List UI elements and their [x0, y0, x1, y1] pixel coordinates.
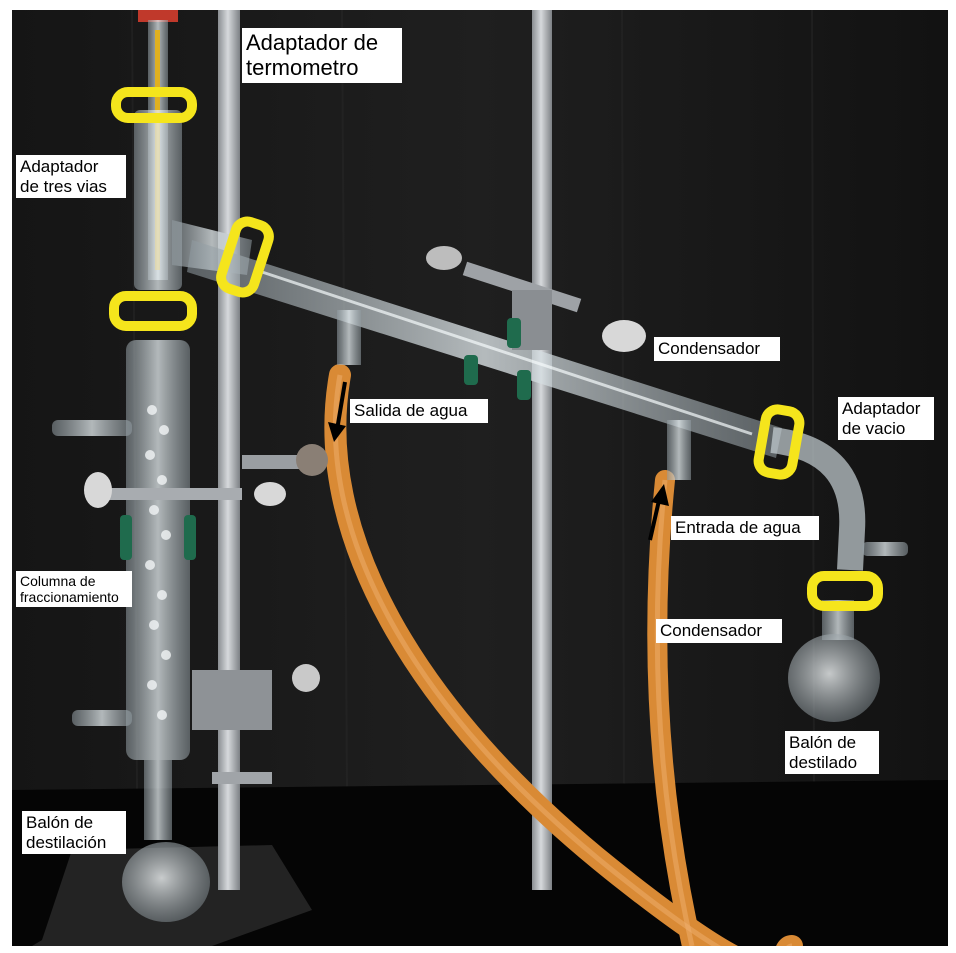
- thermometer-cap: [138, 10, 178, 22]
- label-distillate-flask: Balón de destilado: [785, 731, 879, 775]
- condenser-outlet-nozzle: [337, 310, 361, 365]
- yellow-keck-clips: [109, 87, 883, 611]
- condenser-inner-tube: [261, 270, 753, 436]
- label-vacuum-adapter: Adaptador de vacio: [838, 397, 934, 441]
- condenser-glass: [187, 240, 782, 458]
- distillate-flask-glass: [788, 634, 880, 722]
- vacuum-nozzle: [862, 542, 908, 556]
- label-fractionating-column: Columna de fraccionamiento: [16, 571, 132, 608]
- label-three-way-adapter: Adaptador de tres vias: [16, 155, 126, 199]
- apparatus-photo: [12, 10, 948, 946]
- hose-highlight-inlet: [654, 479, 695, 946]
- label-water-inlet: Entrada de agua: [671, 516, 819, 540]
- green-clamp-pads: [120, 318, 531, 560]
- label-condenser-hose: Condensador: [656, 619, 782, 643]
- label-condenser-top: Condensador: [654, 337, 780, 361]
- metal-clamps: [84, 246, 646, 784]
- distillation-flask-glass: [122, 842, 210, 922]
- column-water-nozzle-top: [52, 420, 132, 436]
- column-joint: [144, 760, 172, 840]
- label-thermometer-adapter: Adaptador de termometro: [242, 28, 402, 83]
- hose-highlight-outlet: [332, 374, 792, 946]
- flow-arrows: [328, 381, 669, 541]
- distillation-apparatus-illustration: [12, 10, 948, 946]
- fractionating-column-glass: [126, 340, 190, 760]
- column-packing: [145, 405, 171, 720]
- support-rod-right: [532, 10, 552, 890]
- three-way-adapter-glass: [134, 110, 182, 290]
- support-rod-left: [218, 10, 240, 890]
- label-distillation-flask: Balón de destilación: [22, 811, 126, 855]
- label-water-outlet: Salida de agua: [350, 399, 488, 423]
- condenser-inlet-nozzle: [667, 420, 691, 480]
- column-water-nozzle-bottom: [72, 710, 132, 726]
